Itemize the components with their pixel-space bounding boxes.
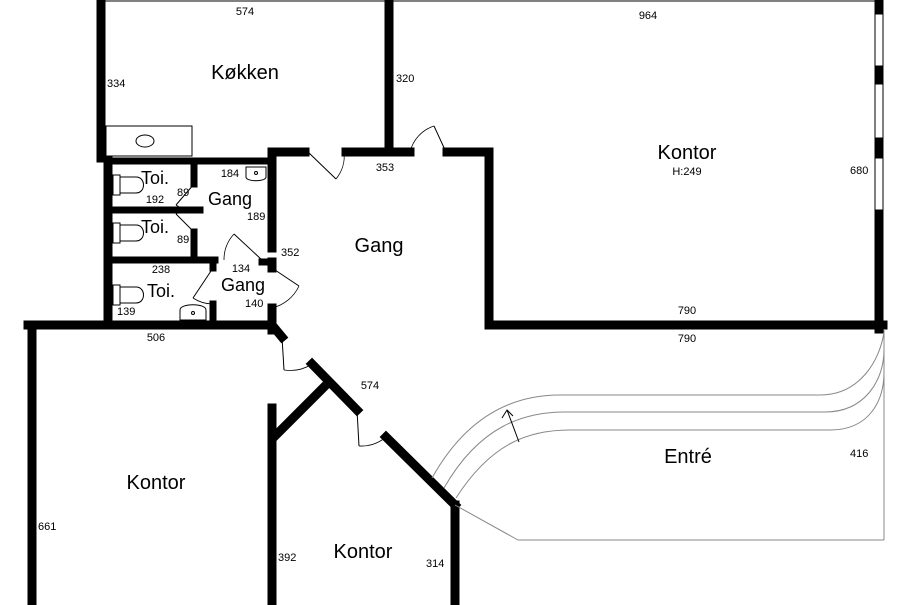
ramp-curve-2	[443, 349, 885, 489]
dim-bottom-mid-left: 392	[278, 552, 296, 564]
dim-entre-top-width: 790	[678, 333, 696, 345]
dim-entre-height: 416	[850, 448, 868, 460]
dim-office-bottom-width: 790	[678, 305, 696, 317]
door-kitchen-leaf	[307, 151, 337, 180]
dim-toilet1-width: 192	[146, 194, 164, 206]
label-hall-upper: Gang	[208, 189, 252, 209]
label-toilet-2: Toi.	[141, 217, 169, 237]
wall-diag-3	[379, 430, 462, 512]
label-office-height: H:249	[672, 166, 701, 178]
label-hall-lower: Gang	[221, 275, 265, 295]
dim-office-width: 964	[639, 10, 657, 22]
thin-lines	[101, 0, 885, 541]
label-office-large: Kontor	[658, 142, 717, 164]
door-gang-upper-arc	[223, 233, 235, 261]
ramp-arrow-head	[501, 409, 514, 419]
wall-office-divider-diag	[268, 381, 330, 443]
door-toilet1-leaf	[175, 183, 195, 206]
dim-hall-diag: 574	[361, 380, 379, 392]
ramp-curve-3	[455, 371, 885, 499]
dim-hall-left: 352	[281, 247, 299, 259]
door-toilet2-leaf	[175, 213, 195, 233]
dim-gang-lower-top: 134	[232, 263, 250, 275]
dim-toilet1-door: 89	[177, 187, 189, 199]
label-entre: Entré	[664, 446, 712, 468]
label-hall-main: Gang	[355, 235, 404, 257]
dim-hall-top: 353	[376, 162, 394, 174]
door-office-leaf	[433, 125, 447, 153]
wall-diag-1	[265, 318, 289, 344]
dim-toilet2-door: 89	[177, 234, 189, 246]
toilet-bowl-3	[112, 284, 144, 306]
door-toilet2-arc	[175, 209, 195, 215]
label-toilet-1: Toi.	[141, 168, 169, 188]
door-office-mid-leaf	[356, 409, 360, 447]
dim-kitchen-width: 574	[236, 6, 254, 18]
dim-toilet3-top: 238	[152, 264, 170, 276]
dim-bottom-mid-right: 314	[426, 558, 444, 570]
label-office-bottom-left: Kontor	[127, 472, 186, 494]
fixtures	[105, 125, 267, 321]
ramp-arrow-shaft	[506, 409, 520, 443]
sink-gang-upper	[245, 166, 267, 182]
ramp-curve-1	[431, 331, 885, 479]
door-office-arc	[409, 125, 435, 153]
door-kitchen-arc	[335, 151, 345, 180]
dim-toilet3-left: 139	[117, 306, 135, 318]
door-gang-lower-leaf	[271, 267, 300, 287]
toilet-bowl-1	[112, 174, 144, 196]
door-office-mid-arc	[358, 436, 387, 447]
door-toilet3-leaf	[192, 267, 214, 299]
door-office-left-arc	[283, 363, 313, 371]
dim-gang-upper-top: 184	[221, 168, 239, 180]
dim-bottom-left-height: 661	[38, 521, 56, 533]
dim-office-right-height: 680	[850, 165, 868, 177]
room-labels: Køkken Kontor H:249 Gang Gang Gang Toi. …	[127, 62, 717, 563]
label-kitchen: Køkken	[211, 62, 279, 84]
dim-bottom-left-top: 506	[147, 332, 165, 344]
kitchen-sink	[135, 134, 155, 148]
dim-office-left-height: 320	[396, 73, 414, 85]
label-toilet-3: Toi.	[147, 281, 175, 301]
toilet-bowl-2	[112, 222, 144, 244]
dim-gang-lower-right: 140	[245, 298, 263, 310]
walls	[23, 0, 888, 605]
dim-gang-upper-right: 189	[247, 211, 265, 223]
sink-toilet3	[179, 304, 207, 321]
wall-diag-2	[305, 357, 364, 417]
door-office-left-leaf	[281, 336, 285, 371]
door-gang-upper-leaf	[233, 233, 263, 261]
door-gang-lower-arc	[271, 285, 300, 309]
dimension-labels: 574 334 964 320 680 790 790 416 353 352 …	[38, 6, 868, 570]
entre-diag	[454, 504, 519, 541]
doors	[175, 125, 447, 447]
label-office-bottom-mid: Kontor	[334, 541, 393, 563]
dim-kitchen-height: 334	[107, 78, 125, 90]
door-toilet3-arc	[192, 297, 214, 305]
